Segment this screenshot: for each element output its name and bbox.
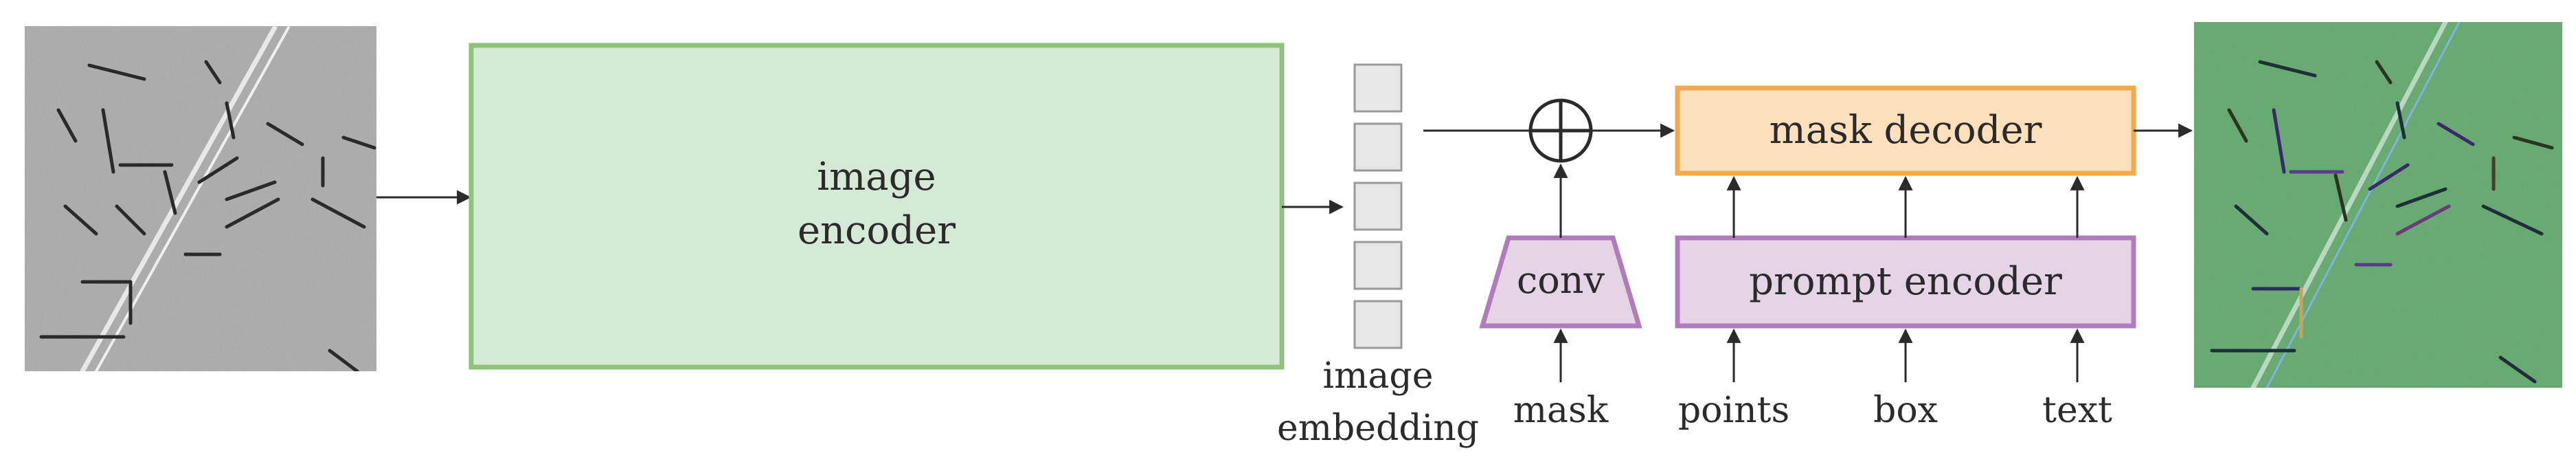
embedding-cell — [1353, 241, 1403, 290]
image-embedding-label-line2: embedding — [1277, 408, 1479, 449]
mask-decoder-label: mask decoder — [1770, 108, 2042, 153]
conv-block: conv — [1479, 235, 1642, 329]
embedding-cell — [1353, 122, 1403, 172]
circle-plus-icon — [1528, 98, 1593, 163]
image-encoder-label-line1: image — [817, 155, 936, 199]
grayscale-micrograph-icon — [39, 26, 376, 371]
conv-label: conv — [1517, 258, 1605, 302]
prompt-encoder-label: prompt encoder — [1749, 259, 2062, 304]
segmented-micrograph-icon — [2210, 22, 2554, 388]
image-embedding-stack: image embedding — [1277, 63, 1479, 449]
embedding-cell — [1353, 182, 1403, 231]
image-embedding-label-line1: image — [1322, 355, 1433, 397]
output-image — [2194, 22, 2562, 388]
mask-decoder-block: mask decoder — [1675, 85, 2136, 176]
box-input-label: box — [1873, 390, 1938, 431]
input-image — [25, 26, 376, 371]
prompt-encoder-block: prompt encoder — [1675, 235, 2136, 329]
points-input-label: points — [1678, 390, 1789, 431]
embedding-cell — [1353, 300, 1403, 349]
mask-input-label: mask — [1513, 390, 1609, 431]
image-encoder-label-line2: encoder — [798, 208, 956, 253]
text-input-label: text — [2042, 390, 2112, 431]
embedding-cell — [1353, 63, 1403, 113]
image-encoder-block: image encoder — [468, 43, 1285, 370]
